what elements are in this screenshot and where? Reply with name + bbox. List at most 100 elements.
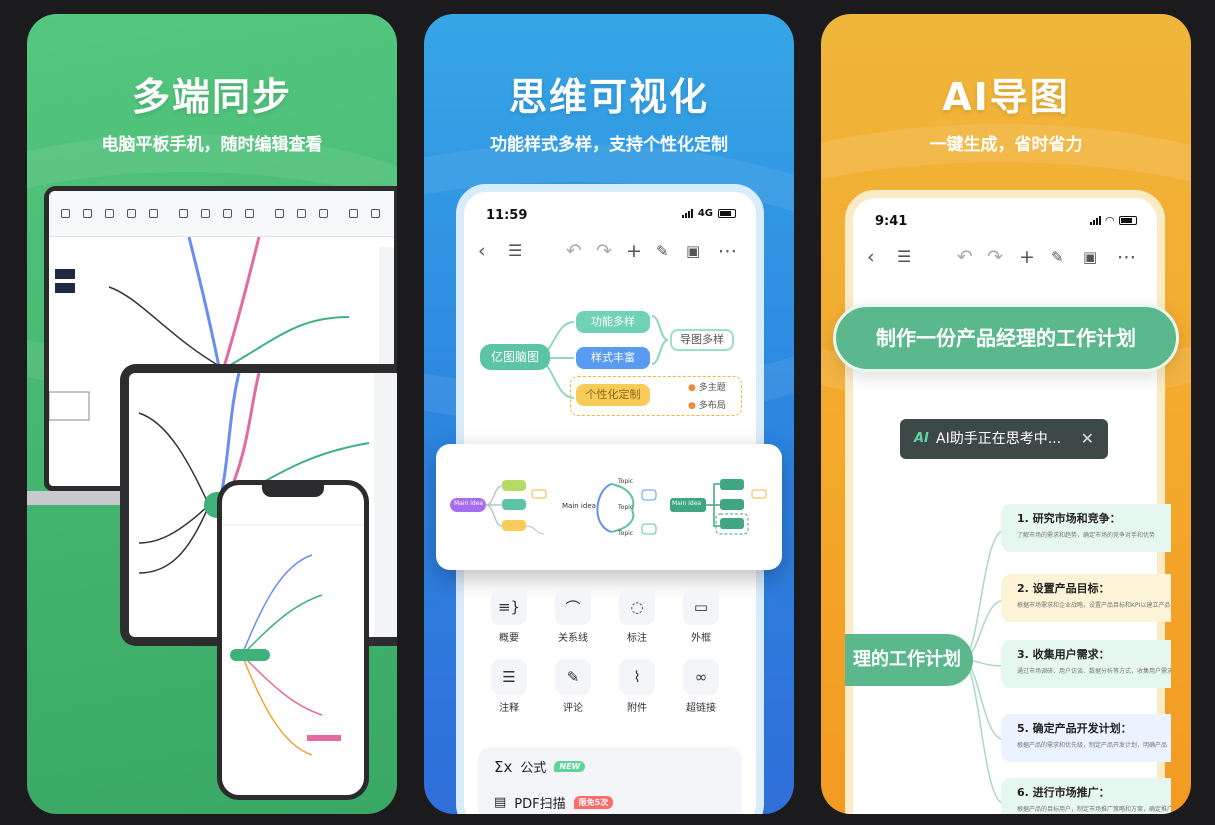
ai-map-center-node[interactable]: 理的工作计划 <box>845 634 973 686</box>
ai-thinking-toast: AI AI助手正在思考中... ✕ <box>900 419 1108 459</box>
save-icon[interactable]: ▣ <box>1083 248 1098 266</box>
formula-icon: Σx <box>494 757 513 776</box>
more-icon[interactable]: ⋯ <box>1117 246 1136 268</box>
feature-relation[interactable]: ⌒关系线 <box>548 589 598 644</box>
feature-note[interactable]: ☰注释 <box>484 659 534 714</box>
feature-attachment[interactable]: ⌇附件 <box>612 659 662 714</box>
toolbar-icon[interactable] <box>319 209 328 218</box>
toolbar-icon[interactable] <box>349 209 358 218</box>
layout-styles-card: Main idea Main idea Main idea Topic Topi… <box>436 444 782 570</box>
mindmap-tag: ● 多布局 <box>688 401 726 411</box>
back-icon[interactable]: ‹ <box>867 246 875 268</box>
toolbar-icon[interactable] <box>245 209 254 218</box>
toolbar-icon[interactable] <box>223 209 232 218</box>
ai-prompt-bubble: 制作一份产品经理的工作计划 <box>833 304 1179 372</box>
toolbar-icon[interactable] <box>149 209 158 218</box>
feature-comment[interactable]: ✎评论 <box>548 659 598 714</box>
layout-icon: ● <box>688 401 696 411</box>
undo-icon[interactable]: ↶ <box>957 246 973 268</box>
editor-toolbar: ‹ ☰ ↶ ↷ + ✎ ▣ ⋯ <box>853 242 1157 272</box>
toolbar-icon[interactable] <box>297 209 306 218</box>
toolbar-icon[interactable] <box>83 209 92 218</box>
feature-boundary[interactable]: ▭外框 <box>676 589 726 644</box>
close-icon[interactable]: ✕ <box>1080 429 1094 448</box>
theme-icon: ● <box>688 383 696 393</box>
mindmap-root-node[interactable]: 亿图脑图 <box>480 344 550 370</box>
mindmap-boundary <box>570 376 742 416</box>
phone-device <box>217 480 369 800</box>
ai-map-branch[interactable]: 5. 确定产品开发计划：根据产品的需求和优先级，制定产品开发计划，明确产品 <box>1001 714 1171 762</box>
ai-map-branch[interactable]: 1. 研究市场和竞争：了解市场的需求和趋势，确定市场的竞争对手和优势 <box>1001 504 1171 552</box>
promo-card-visual: 思维可视化 功能样式多样，支持个性化定制 11:59 4G ‹ ☰ ↶ ↷ + … <box>424 14 794 814</box>
summary-icon: ≡} <box>491 589 527 625</box>
undo-icon[interactable]: ↶ <box>566 240 582 262</box>
add-icon[interactable]: + <box>1019 246 1035 268</box>
battery-icon <box>718 209 736 218</box>
toolbar-icon[interactable] <box>371 209 380 218</box>
promo-card-ai: AI导图 一键生成，省时省力 9:41 ◠ ‹ ☰ ↶ ↷ + ✎ ▣ ⋯ 制作… <box>821 14 1191 814</box>
battery-icon <box>1119 216 1137 225</box>
link-icon: ∞ <box>683 659 719 695</box>
comment-icon: ✎ <box>555 659 591 695</box>
layout-topic: Topic <box>618 504 634 511</box>
status-time: 9:41 <box>875 214 908 229</box>
phone-mockup: 9:41 ◠ ‹ ☰ ↶ ↷ + ✎ ▣ ⋯ <box>845 190 1165 814</box>
layout-previews <box>450 479 767 535</box>
feature-link[interactable]: ∞超链接 <box>676 659 726 714</box>
ai-map-branch[interactable]: 6. 进行市场推广：根据产品的目标用户，制定市场推广策略和方案，确定推广 <box>1001 778 1171 814</box>
save-icon[interactable]: ▣ <box>686 242 701 260</box>
insert-panel: Σx 公式 NEW ▤ PDF扫描 限免5次 <box>478 747 742 814</box>
mindmap-node[interactable]: 样式丰富 <box>576 347 650 369</box>
toolbar-icon[interactable] <box>201 209 210 218</box>
promo-card-sync: 多端同步 电脑平板手机，随时编辑查看 <box>27 14 397 814</box>
layout-label: Main idea <box>672 500 702 507</box>
toolbar-icon[interactable] <box>61 209 70 218</box>
phone-screen <box>222 485 364 795</box>
redo-icon[interactable]: ↷ <box>987 246 1003 268</box>
feature-summary[interactable]: ≡}概要 <box>484 589 534 644</box>
status-indicators: ◠ <box>1089 214 1137 227</box>
list-item-formula[interactable]: Σx 公式 NEW <box>494 757 586 776</box>
mindmap-node[interactable]: 个性化定制 <box>576 384 650 406</box>
phone-mindmap <box>222 524 364 756</box>
toolbar-icon[interactable] <box>127 209 136 218</box>
card-title: 思维可视化 <box>508 75 709 119</box>
card-subtitle: 电脑平板手机，随时编辑查看 <box>101 135 323 155</box>
mindmap-node[interactable]: 功能多样 <box>576 311 650 333</box>
back-icon[interactable]: ‹ <box>478 240 486 262</box>
relation-icon: ⌒ <box>555 589 591 625</box>
mindmap-summary-node[interactable]: 导图多样 <box>670 329 734 351</box>
layout-topic: Topic <box>618 530 634 537</box>
redo-icon[interactable]: ↷ <box>596 240 612 262</box>
toolbar-icon[interactable] <box>179 209 188 218</box>
add-icon[interactable]: + <box>626 240 642 262</box>
callout-icon: ◌ <box>619 589 655 625</box>
status-time: 11:59 <box>486 208 528 223</box>
toolbar-icon[interactable] <box>275 209 284 218</box>
status-indicators: 4G <box>681 208 736 219</box>
boundary-icon: ▭ <box>683 589 719 625</box>
toolbar-icon[interactable] <box>105 209 114 218</box>
new-badge: NEW <box>554 761 586 772</box>
card-title: 多端同步 <box>131 75 292 119</box>
more-icon[interactable]: ⋯ <box>718 240 737 262</box>
phone-notch <box>262 485 324 497</box>
network-type: 4G <box>697 208 713 219</box>
brush-icon[interactable]: ✎ <box>1051 248 1064 266</box>
free-badge: 限免5次 <box>573 796 614 809</box>
ai-map-branch[interactable]: 2. 设置产品目标：根据市场需求和企业战略，设置产品目标和KPI以建立产品 <box>1001 574 1171 622</box>
feature-callout[interactable]: ◌标注 <box>612 589 662 644</box>
layout-label: Main idea <box>562 502 596 510</box>
menu-icon[interactable]: ☰ <box>508 241 523 260</box>
ai-map-branch[interactable]: 3. 收集用户需求：通过市场调研、用户访谈、数据分析等方式，收集用户需求 <box>1001 640 1171 688</box>
mindmap-tag: ● 多主题 <box>688 383 726 393</box>
card-title: AI导图 <box>942 75 1070 119</box>
brush-icon[interactable]: ✎ <box>656 242 669 260</box>
list-item-pdf-scan[interactable]: ▤ PDF扫描 限免5次 <box>494 793 614 812</box>
attachment-icon: ⌇ <box>619 659 655 695</box>
layout-topic: Topic <box>618 478 634 485</box>
signal-icon <box>681 209 693 218</box>
card-subtitle: 一键生成，省时省力 <box>929 135 1083 155</box>
signal-icon <box>1089 216 1101 225</box>
menu-icon[interactable]: ☰ <box>897 247 912 266</box>
